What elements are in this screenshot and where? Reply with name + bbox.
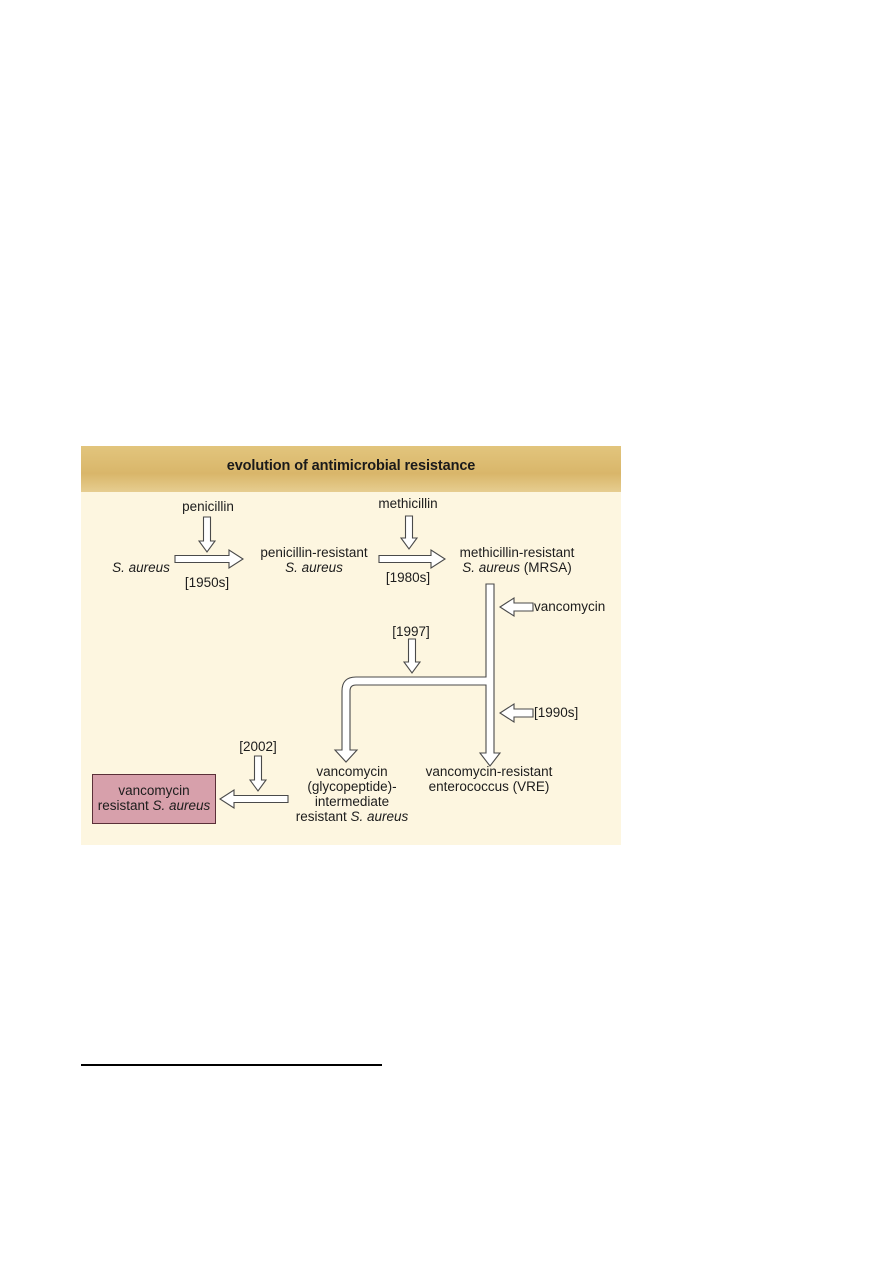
node-penicillin-resistant: penicillin-resistant S. aureus bbox=[260, 545, 368, 575]
arrow-2002-down bbox=[248, 755, 268, 792]
arrow-penicillin-down bbox=[197, 516, 217, 553]
arrow-methicillin-down bbox=[399, 515, 419, 550]
node-vre: vancomycin-resistant enterococcus (VRE) bbox=[425, 764, 553, 794]
figure-header bbox=[81, 446, 621, 492]
node-mrsa: methicillin-resistant S. aureus (MRSA) bbox=[459, 545, 575, 575]
arrow-vancomycin-pressure bbox=[498, 596, 534, 618]
result-box-vrsa: vancomycin resistant S. aureus bbox=[92, 774, 216, 824]
date-2002: [2002] bbox=[239, 739, 277, 754]
drug-penicillin: penicillin bbox=[182, 499, 234, 514]
date-1980s: [1980s] bbox=[385, 570, 431, 585]
arrow-visa-to-vrsa bbox=[218, 788, 289, 810]
figure-title: evolution of antimicrobial resistance bbox=[226, 458, 476, 474]
arrow-penicillin-resistant-to-mrsa bbox=[378, 548, 447, 570]
arrow-s-aureus-to-penicillin-resistant bbox=[174, 548, 245, 570]
date-1997: [1997] bbox=[392, 624, 430, 639]
node-visa: vancomycin (glycopeptide)- intermediate … bbox=[295, 764, 409, 824]
node-vrsa: vancomycin resistant S. aureus bbox=[97, 783, 211, 813]
date-1950s: [1950s] bbox=[184, 575, 230, 590]
node-s-aureus: S. aureus bbox=[112, 560, 170, 575]
diagram-arrows bbox=[174, 515, 534, 810]
arrow-mrsa-branch bbox=[333, 583, 502, 767]
figure-panel: evolution of antimicrobial resistance pe… bbox=[81, 446, 621, 845]
arrow-1997-down bbox=[402, 638, 422, 674]
date-1990s: [1990s] bbox=[534, 705, 579, 720]
drug-vancomycin: vancomycin bbox=[534, 599, 606, 614]
drug-methicillin: methicillin bbox=[378, 496, 438, 511]
footnote-rule bbox=[81, 1064, 382, 1066]
arrow-1990s-pressure bbox=[498, 702, 534, 724]
